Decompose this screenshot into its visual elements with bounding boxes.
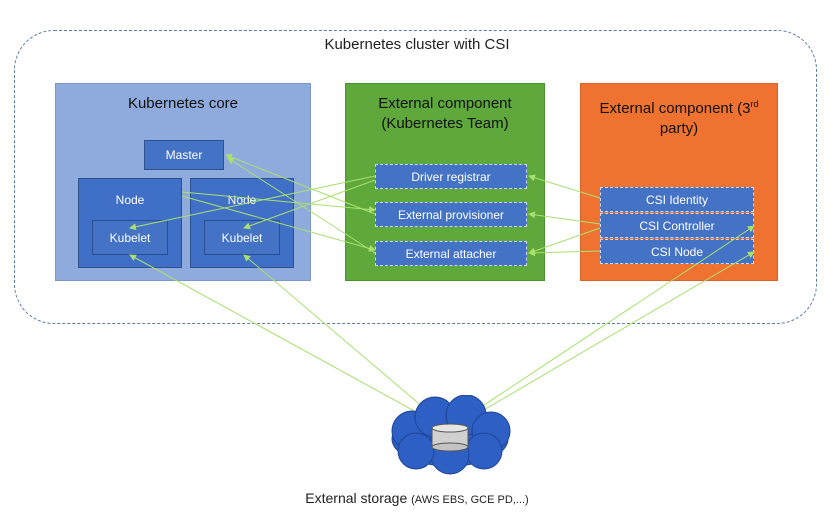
- external-storage-cloud: [380, 394, 520, 475]
- cluster-title: Kubernetes cluster with CSI: [324, 36, 510, 53]
- external-component-team-title: External component (Kubernetes Team): [346, 94, 544, 134]
- node-label-1: Node: [115, 193, 145, 207]
- cloud-icon: [391, 394, 511, 475]
- kubelet-box-2: Kubelet: [204, 220, 280, 255]
- storage-label-main: External storage: [305, 490, 408, 506]
- third-party-title-line2: party): [659, 120, 699, 137]
- kubernetes-core-title: Kubernetes core: [127, 95, 239, 112]
- team-title-line2: (Kubernetes Team): [381, 115, 509, 132]
- external-provisioner-box: External provisioner: [375, 202, 527, 227]
- csi-identity-box: CSI Identity: [600, 187, 754, 212]
- driver-registrar-box: Driver registrar: [375, 164, 527, 189]
- team-title-line1: External component: [378, 95, 512, 112]
- kubelet-box-1: Kubelet: [92, 220, 168, 255]
- csi-controller-box: CSI Controller: [600, 213, 754, 238]
- database-icon: [431, 423, 469, 452]
- storage-label-detail: (AWS EBS, GCE PD,...): [411, 494, 529, 506]
- master-box: Master: [144, 140, 224, 170]
- external-component-third-party-title: External component (3rd party): [581, 94, 777, 139]
- external-attacher-box: External attacher: [375, 241, 527, 266]
- external-storage-label: External storage (AWS EBS, GCE PD,...): [0, 490, 834, 506]
- third-party-title-sup: rd: [750, 99, 759, 109]
- third-party-title-prefix: External component (3: [599, 100, 751, 117]
- node-label-2: Node: [227, 193, 257, 207]
- csi-node-box: CSI Node: [600, 239, 754, 264]
